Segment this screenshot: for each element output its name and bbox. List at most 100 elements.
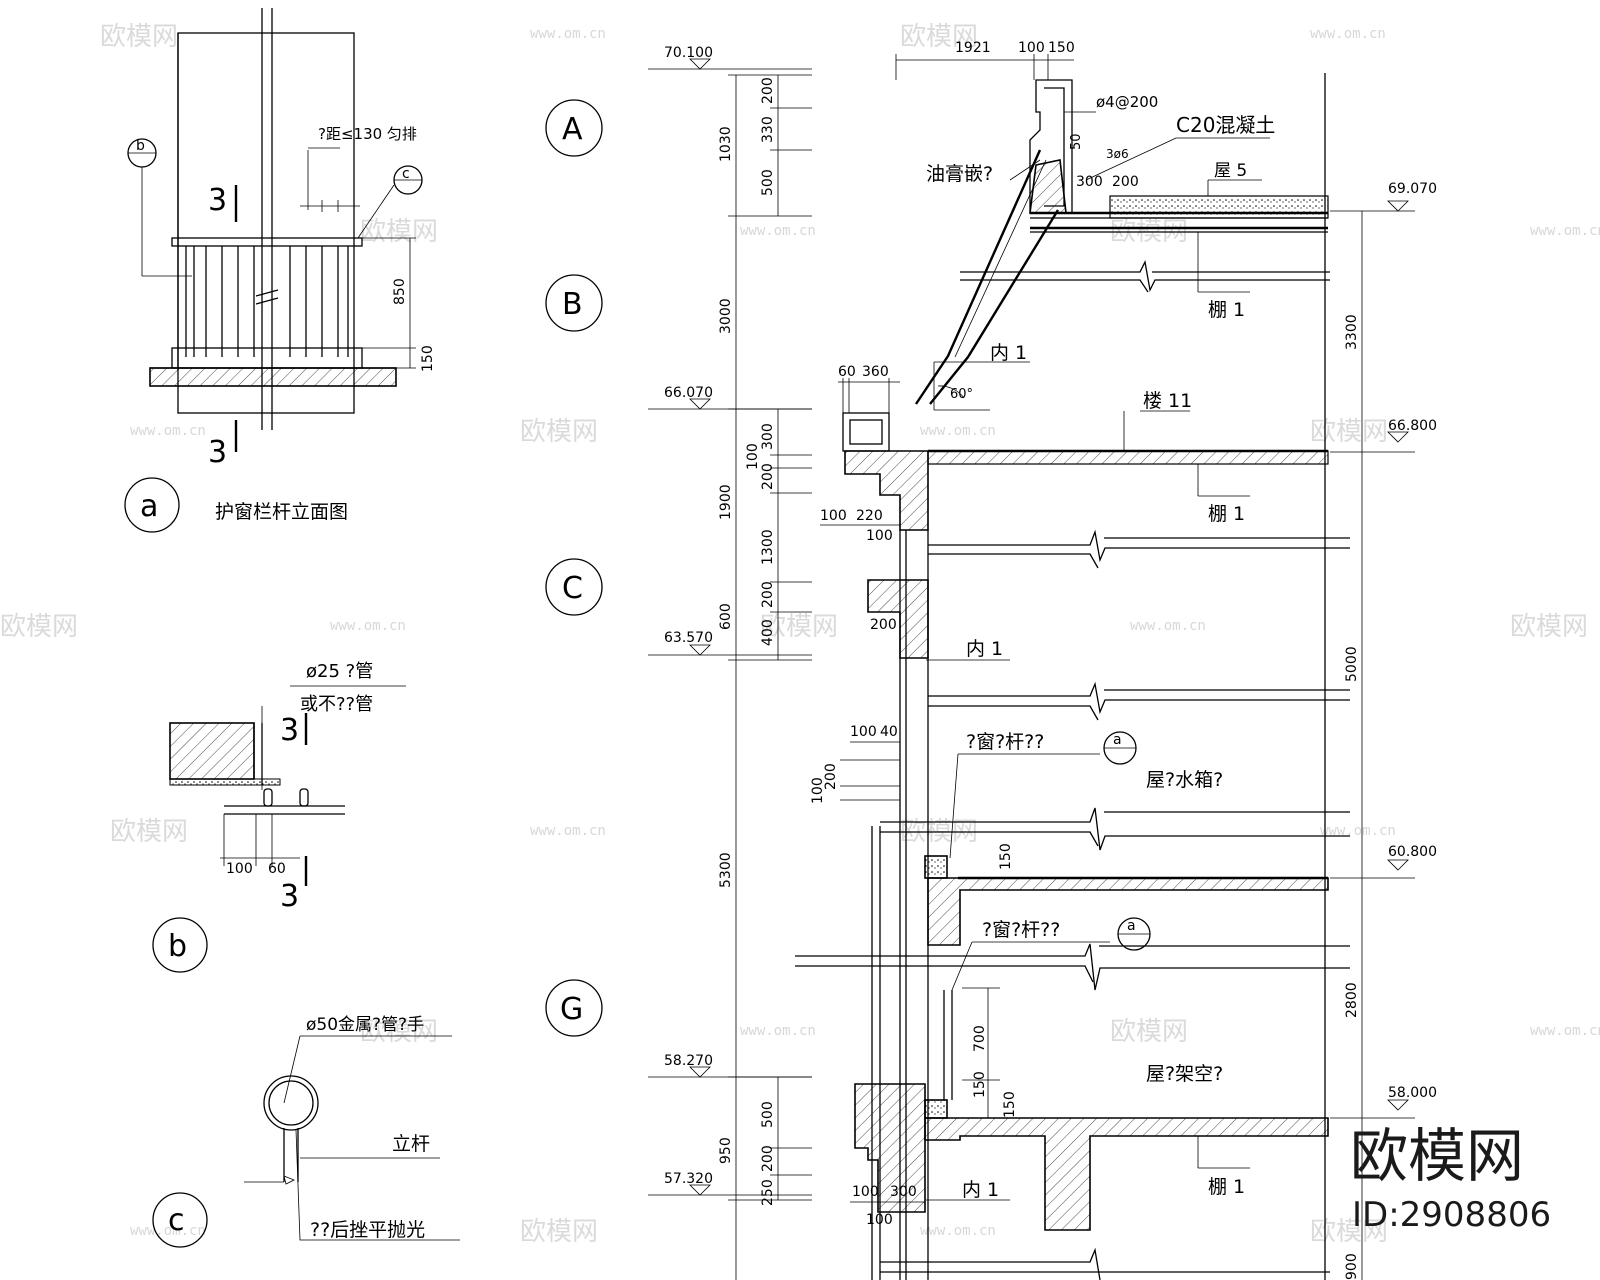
axis-g-bubble [545,979,603,1037]
elevation-60-800: 60.800 [1388,844,1437,860]
dim-200: 200 [760,1145,776,1172]
dim-360: 360 [862,364,889,380]
watermark-logo: 欧模网 [520,1217,598,1247]
sealant-wedge [1029,159,1067,214]
watermark-logo: 欧模网 [110,817,188,847]
watermark-logo: 欧模网 [360,1017,438,1047]
dim-5000: 5000 [1344,646,1360,682]
watermark-url: www.om.cn [920,1223,996,1239]
window-frame [177,32,355,414]
wall-section-drawing: 1921 100 150 ø4@200 C20混凝土 50 3ø6 油膏嵌? 3… [795,40,1350,1280]
dim-100: 100 [1018,40,1045,56]
dim-330: 330 [760,116,776,143]
dim-400: 400 [760,619,776,646]
interior-label: 内 1 [966,638,1003,660]
dim-500: 500 [760,169,776,196]
elevation-57-320: 57.320 [664,1171,713,1187]
watermark-url: www.om.cn [530,823,606,839]
elevation-63-570: 63.570 [664,630,713,646]
section-number: 3 [280,713,299,748]
dim-100: 100 [820,508,847,524]
watermark-layer: 欧模网 欧模网 www.om.cn www.om.cn 欧模网 欧模网 www.… [0,22,1600,1247]
ref-b-label: b [136,138,145,154]
dim-900: 900 [1344,1253,1360,1280]
dim-100: 100 [852,1184,879,1200]
detail-a-marker-label: a [140,489,158,524]
elevation-66-800: 66.800 [1388,418,1437,434]
section-number: 3 [280,879,299,914]
axis-a-label: A [562,112,583,147]
dim-100: 100 [866,1212,893,1228]
dim-220: 220 [856,508,883,524]
pipe-post [263,788,273,807]
watermark-logo: 欧模网 [1310,1217,1388,1247]
watermark-url: www.om.cn [1310,26,1386,42]
axis-b-label: B [562,287,583,322]
pipe-note-2: 或不??管 [300,694,373,715]
axis-c-label: C [562,571,583,606]
water-tank-label: 屋?水箱? [1146,769,1223,791]
floor-11-label: 楼 11 [1143,390,1192,412]
dim-1300: 1300 [760,529,776,565]
dim-700: 700 [972,1025,988,1052]
finish-note: ??后挫平抛光 [310,1219,425,1241]
roof-slab-lower [924,1117,1329,1231]
window-lintel [867,579,929,659]
detail-a-marker [124,477,180,533]
elevation-58-270: 58.270 [664,1053,713,1069]
dim-60: 60 [838,364,856,380]
watermark-logo: 欧模网 [900,22,978,52]
axis-g-label: G [560,992,583,1027]
dim-950: 950 [718,1137,734,1164]
rail-note: ø50金属?管?手 [306,1015,424,1035]
dim-250: 250 [760,1179,776,1206]
axis-bubbles: A B C G [545,99,603,1037]
elevation-58-000: 58.000 [1388,1085,1437,1101]
balusters [185,246,349,357]
brand-watermark: 欧模网 ID:2908806 [1350,1122,1551,1235]
ref-a-label: a [1113,732,1122,748]
handrail-tube [263,1075,319,1131]
section-number: 3 [208,435,227,470]
dim-60: 60 [268,861,286,877]
angle-label: 60° [950,387,973,402]
ceiling-label: 棚 1 [1208,299,1245,321]
dim-3300: 3300 [1344,314,1360,350]
brand-logo: 欧模网 [1350,1122,1524,1190]
dim-100: 100 [745,443,761,470]
dim-100: 100 [226,861,253,877]
dim-150: 150 [972,1071,988,1098]
dim-600: 600 [718,603,734,630]
dim-150: 150 [1048,40,1075,56]
dim-300: 300 [1076,174,1103,190]
dim-40: 40 [880,724,898,740]
dim-150: 150 [1002,1091,1018,1118]
section-number: 3 [208,183,227,218]
ref-c-label: c [402,166,410,182]
watermark-url: www.om.cn [530,26,606,42]
rail-anchor [924,1099,948,1119]
dim-200: 200 [760,463,776,490]
elevation-66-070: 66.070 [664,385,713,401]
spacing-note: ?距≤130 匀排 [318,125,417,143]
detail-a-railing-elevation: ?距≤130 匀排 850 150 3 3 b c a 护窗栏杆立面图 [124,8,436,533]
watermark-logo: 欧模网 [520,417,598,447]
pipe-note-1: ø25 ?管 [306,661,373,682]
bar-note: 3ø6 [1106,147,1129,161]
elevation-70-100: 70.100 [664,45,713,61]
left-elevations: 70.100 66.070 63.570 58.270 57.320 [648,45,812,1196]
watermark-url: www.om.cn [330,618,406,634]
dim-150: 150 [998,843,1014,870]
sealant-note: 油膏嵌? [926,162,993,185]
dim-200: 200 [760,77,776,104]
dim-300: 300 [890,1184,917,1200]
dim-100: 100 [810,777,826,804]
dim-200: 200 [823,763,839,790]
dim-500: 500 [760,1101,776,1128]
dim-1921: 1921 [955,40,991,56]
watermark-logo: 欧模网 [0,612,78,642]
detail-b-pipe-section: ø25 ?管 或不??管 3 100 60 3 b [152,661,406,973]
ceiling-label: 棚 1 [1208,1176,1245,1198]
concrete-note: C20混凝土 [1176,113,1275,137]
